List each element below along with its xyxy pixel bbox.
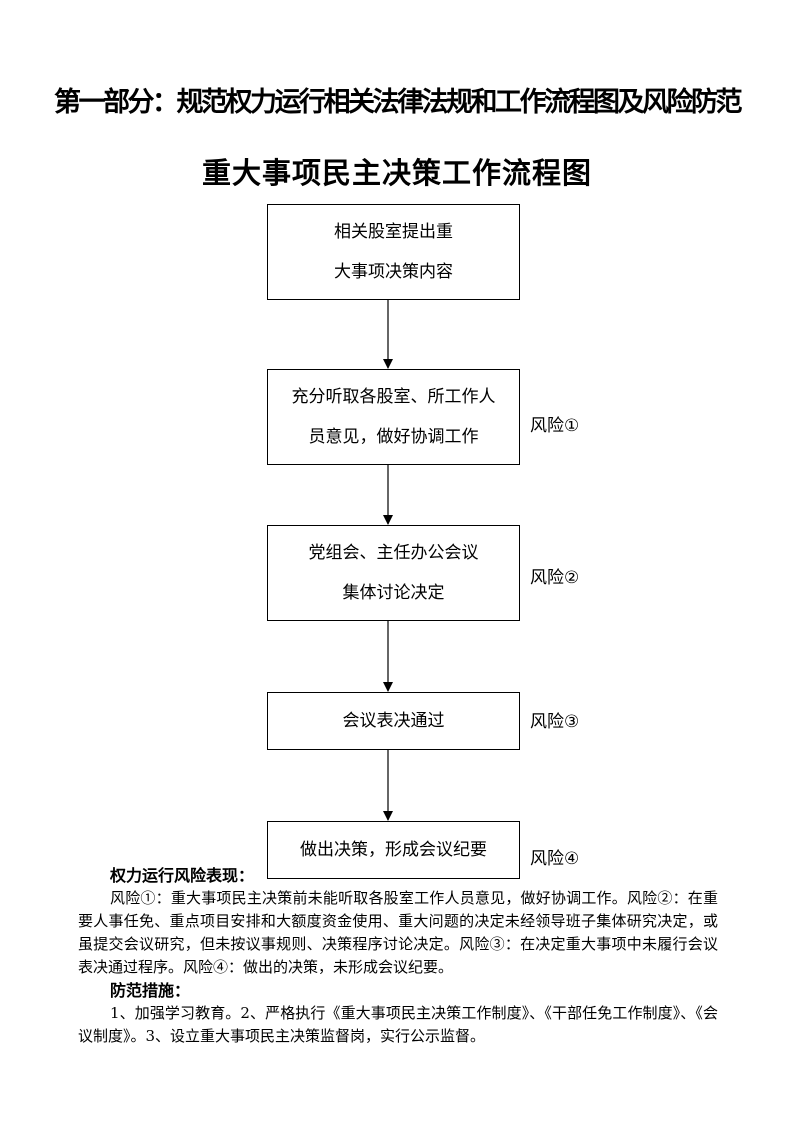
flow-step-4: 会议表决通过	[267, 692, 520, 750]
risk-heading: 权力运行风险表现：	[110, 866, 255, 885]
measures-heading: 防范措施：	[110, 981, 191, 1000]
step-text: 员意见，做好协调工作	[308, 427, 479, 447]
part-title: 第一部分：规范权力运行相关法律法规和工作流程图及风险防范	[54, 87, 743, 118]
risk-label-1: 风险①	[530, 416, 580, 436]
measures-text: 1、加强学习教育。2、严格执行《重大事项民主决策工作制度》、《干部任免工作制度》…	[78, 1004, 718, 1045]
step-text: 做出决策，形成会议纪要	[300, 840, 487, 860]
risk-label-4: 风险④	[530, 849, 580, 869]
step-text: 集体讨论决定	[342, 583, 445, 603]
risk-description-section: 权力运行风险表现： 风险①：重大事项民主决策前未能听取各股室工作人员意见，做好协…	[78, 864, 718, 1048]
risk-label-3: 风险③	[530, 712, 580, 732]
step-text: 党组会、主任办公会议	[308, 543, 479, 563]
step-text: 会议表决通过	[342, 711, 445, 731]
flow-step-2: 充分听取各股室、所工作人 员意见，做好协调工作	[267, 369, 520, 465]
flow-step-3: 党组会、主任办公会议 集体讨论决定	[267, 525, 520, 621]
flowchart-title: 重大事项民主决策工作流程图	[201, 156, 592, 190]
step-text: 充分听取各股室、所工作人	[291, 387, 496, 407]
step-text: 大事项决策内容	[334, 262, 453, 282]
flow-step-5: 做出决策，形成会议纪要	[267, 821, 520, 879]
flow-step-1: 相关股室提出重 大事项决策内容	[267, 204, 520, 300]
risk-label-2: 风险②	[530, 568, 580, 588]
risk-description-text: 风险①：重大事项民主决策前未能听取各股室工作人员意见，做好协调工作。风险②：在重…	[78, 889, 718, 976]
step-text: 相关股室提出重	[334, 222, 453, 242]
